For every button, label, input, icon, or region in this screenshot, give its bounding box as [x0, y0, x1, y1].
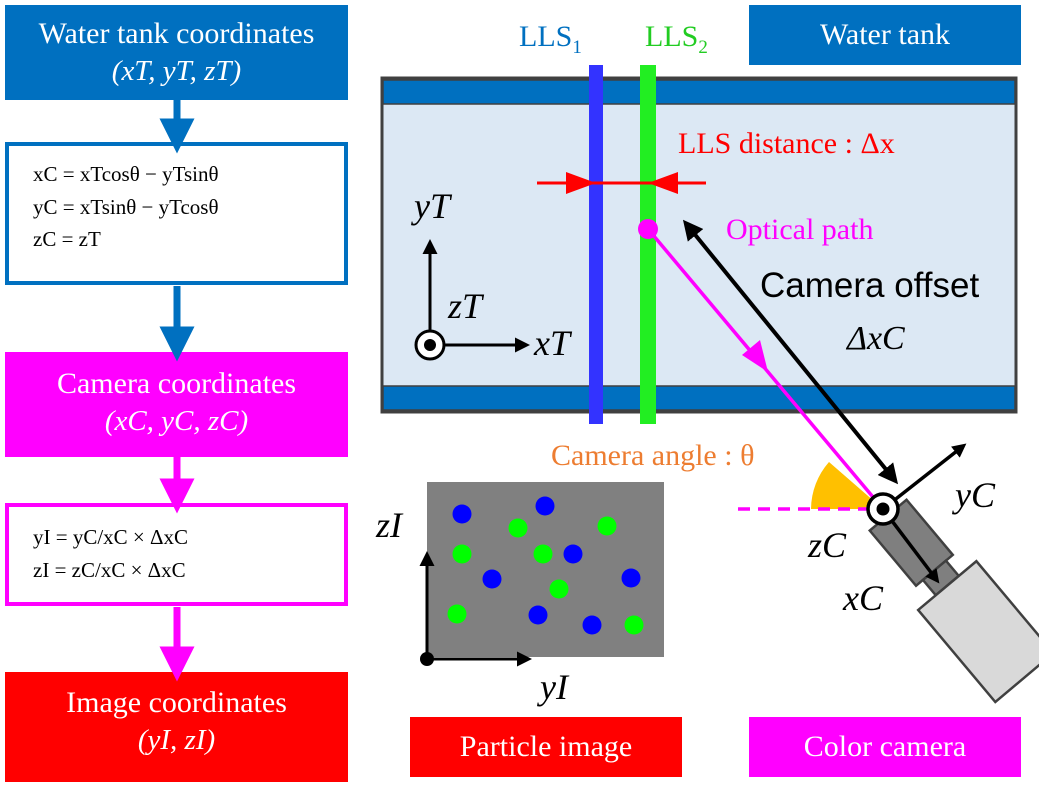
- color-camera-label-text: Color camera: [803, 730, 967, 763]
- particle-image-label-text: Particle image: [459, 730, 633, 763]
- equation-yc: yC = xTsinθ − yTcosθ: [33, 194, 219, 219]
- tank-wall-top: [382, 79, 1016, 105]
- water-tank-label: Water tank: [749, 5, 1021, 65]
- camera-angle-label: Camera angle : θ: [551, 439, 755, 472]
- camera-y-axis-label: yC: [955, 475, 995, 515]
- particle-green: [624, 615, 644, 635]
- lls2-label-sub: 2: [698, 37, 708, 58]
- image-origin: [420, 652, 434, 666]
- particle-green: [452, 544, 472, 564]
- water-tank-coordinates-title: Water tank coordinates: [38, 17, 315, 50]
- image-coordinates-box: Image coordinates (yI, zI): [5, 672, 348, 782]
- lls-distance-arrow-right: [648, 172, 678, 194]
- camera-x-axis-label: xC: [843, 578, 883, 618]
- water-tank-label-text: Water tank: [819, 18, 951, 51]
- camera-z-axis-dot: [876, 502, 890, 516]
- particle-green: [533, 544, 553, 564]
- camera-to-image-equations: yI = yC/xC × ΔxC zI = zC/xC × ΔxC: [5, 503, 348, 606]
- particle-blue: [482, 569, 502, 589]
- lls2-label-text: LLS: [645, 20, 699, 53]
- tank-x-axis-label: xT: [534, 323, 570, 363]
- particle-image-label: Particle image: [410, 717, 682, 777]
- water-tank-coordinates-box: Water tank coordinates (xT, yT, zT): [5, 5, 348, 100]
- tank-wall-bottom: [382, 385, 1016, 411]
- particle-blue: [528, 605, 548, 625]
- equation-zc: zC = zT: [33, 227, 101, 252]
- camera-coordinates-vars: (xC, yC, zC): [104, 404, 249, 437]
- particle-blue: [582, 615, 602, 635]
- image-y-axis-label: yI: [540, 667, 568, 707]
- camera-z-axis-label: zC: [808, 525, 847, 565]
- particles: [447, 496, 644, 635]
- optical-path-origin: [638, 219, 658, 239]
- camera-offset-arrow: [682, 219, 899, 485]
- camera-coordinates-box: Camera coordinates (xC, yC, zC): [5, 352, 348, 457]
- lls1-sheet: [589, 65, 603, 424]
- optical-path-label: Optical path: [726, 213, 874, 246]
- lls1-label-sub: 1: [572, 37, 582, 58]
- image-coordinates-vars: (yI, zI): [137, 723, 216, 756]
- lls2-label: LLS2: [645, 20, 708, 58]
- tank-z-axis-label: zT: [448, 286, 483, 326]
- tank-y-axis-label: yT: [414, 186, 450, 226]
- particle-blue: [535, 496, 555, 516]
- lls1-label: LLS1: [519, 20, 582, 58]
- lls-distance-label: LLS distance : Δx: [678, 127, 895, 160]
- particle-green: [597, 516, 617, 536]
- equation-zi: zI = zC/xC × ΔxC: [33, 557, 186, 582]
- camera-offset-symbol: ΔxC: [847, 320, 905, 357]
- camera-lens: [916, 559, 1039, 704]
- water-tank-coordinates-vars: (xT, yT, zT): [111, 54, 242, 87]
- equation-xc: xC = xTcosθ − yTsinθ: [33, 162, 219, 186]
- image-coordinates-title: Image coordinates: [66, 686, 287, 719]
- lls2-sheet: [640, 65, 656, 424]
- particle-blue: [621, 568, 641, 588]
- particle-blue: [452, 504, 472, 524]
- camera-coordinates-title: Camera coordinates: [56, 367, 297, 400]
- camera-offset-label: Camera offset: [760, 266, 980, 305]
- particle-blue: [563, 544, 583, 564]
- particle-green: [447, 604, 467, 624]
- image-z-axis-label: zI: [376, 505, 402, 545]
- color-camera-label: Color camera: [749, 717, 1021, 777]
- equation-yi: yI = yC/xC × ΔxC: [33, 525, 189, 549]
- particle-green: [508, 518, 528, 538]
- particle-green: [549, 579, 569, 599]
- tank-z-axis-dot: [424, 339, 436, 351]
- lls-distance-arrow-left: [566, 172, 596, 194]
- lls1-label-text: LLS: [519, 20, 573, 53]
- tank-to-camera-equations: xC = xTcosθ − yTsinθ yC = xTsinθ − yTcos…: [5, 142, 348, 285]
